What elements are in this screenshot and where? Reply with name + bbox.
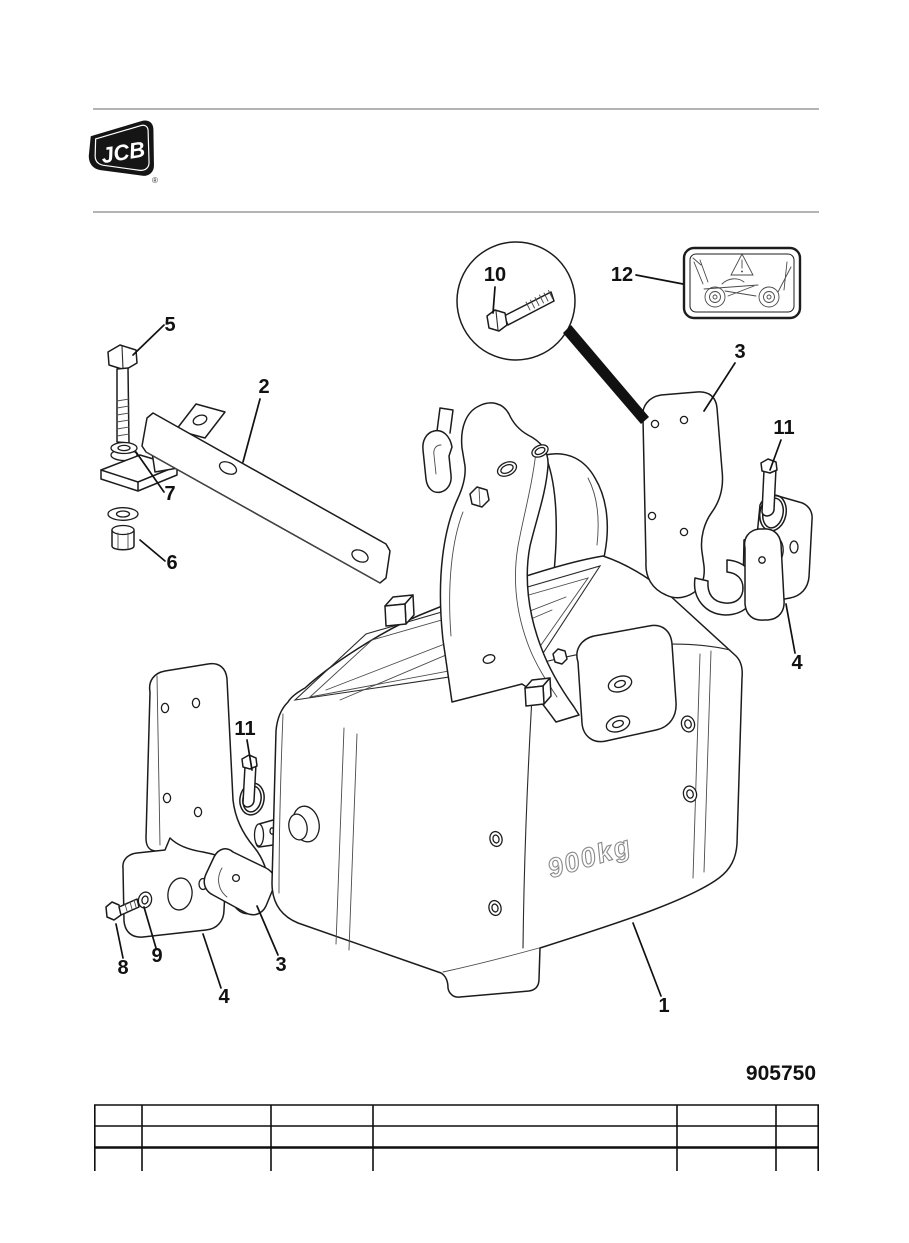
bolt-detail-art (486, 290, 555, 332)
callout-7: 7 (164, 483, 175, 505)
callout-4-right: 4 (791, 652, 803, 674)
callout-1: 1 (658, 995, 669, 1017)
parts-table (94, 1104, 820, 1171)
registered-mark: ® (152, 176, 158, 185)
washer-art (110, 441, 138, 462)
callout-5: 5 (164, 314, 175, 336)
jcb-logo: JCB (88, 120, 154, 176)
detail-circle (456, 241, 649, 424)
decal-warning-triangle-icon (730, 253, 754, 276)
rim-tabs-art (384, 594, 568, 707)
callout-labels: 1 2 3 3 4 4 5 6 7 8 9 10 11 11 12 (117, 264, 803, 1017)
callout-11-right: 11 (773, 417, 794, 439)
washer-small-art (137, 891, 153, 909)
hinge-lug-art (576, 624, 677, 743)
header-rules (93, 108, 819, 213)
callout-12: 12 (611, 264, 633, 286)
nut-art (107, 507, 139, 551)
callout-4-left: 4 (218, 986, 230, 1008)
tower-hook-art (422, 407, 454, 494)
callout-11-left: 11 (234, 718, 255, 740)
callout-10: 10 (484, 264, 506, 286)
drawing-number: 905750 (746, 1062, 816, 1085)
callout-3-right: 3 (734, 341, 745, 363)
bolt-long-art (107, 344, 138, 444)
callout-9: 9 (151, 945, 162, 967)
tower-bracket-art (439, 402, 580, 723)
bolt-short-art (105, 898, 140, 921)
clevis-right-art (743, 528, 785, 621)
callout-8: 8 (117, 957, 128, 979)
callout-6: 6 (166, 552, 177, 574)
bracket-right-art (641, 391, 756, 616)
callout-2: 2 (258, 376, 269, 398)
lynch-pin-left-art (239, 754, 265, 816)
decal-tractor-icon (692, 257, 792, 308)
leader-lines (115, 274, 796, 997)
safety-decal-art (682, 246, 802, 320)
tie-bar-art (141, 412, 391, 584)
callout-3-left: 3 (275, 954, 286, 976)
